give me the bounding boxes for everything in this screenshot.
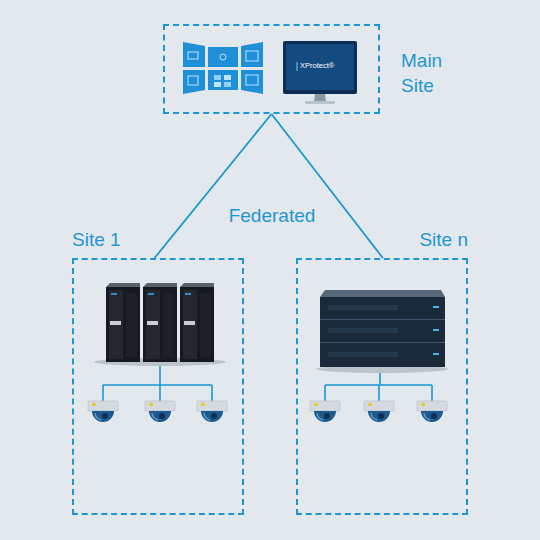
monitor-base (305, 101, 335, 104)
rack-unit (320, 297, 445, 319)
monitor-neck (314, 94, 326, 101)
video-wall (183, 42, 263, 94)
monitor-screen (286, 44, 354, 90)
panel-icon (214, 82, 221, 87)
wall-panel (241, 42, 263, 67)
wall-panel (208, 47, 238, 67)
panel-icon (220, 54, 226, 60)
panel-icon (246, 51, 258, 61)
site-box: Site 1 (72, 258, 244, 515)
rack-servers (316, 290, 448, 373)
panel-icon (188, 76, 198, 85)
rack-vent (328, 352, 398, 357)
rack-unit (320, 343, 445, 367)
rack-vent (328, 328, 398, 333)
dome-camera (197, 401, 227, 422)
dome-camera (417, 401, 447, 422)
screen-logo-text: XProtect® (300, 61, 350, 71)
tower-server (106, 283, 140, 362)
camera-wire (103, 366, 212, 401)
site-box: Main Site (163, 24, 380, 114)
tower-server (180, 283, 214, 362)
rack-led (433, 353, 439, 355)
camera-wire (325, 373, 432, 401)
panel-icon (246, 75, 258, 85)
site-heading: Site n (296, 227, 468, 252)
site-heading: Site 1 (72, 227, 244, 252)
rack-led (433, 306, 439, 308)
tower-server (143, 283, 177, 362)
panel-icon (214, 75, 221, 80)
rack-led (433, 329, 439, 331)
rack-seam (320, 319, 445, 320)
rack-unit (320, 320, 445, 342)
wall-panel (183, 70, 205, 94)
logo-bar (297, 62, 298, 71)
panel-icon (224, 82, 231, 87)
dome-camera (310, 401, 340, 422)
dome-camera (88, 401, 118, 422)
dome-camera (364, 401, 394, 422)
wall-panel (241, 70, 263, 94)
dome-camera (145, 401, 175, 422)
relation-label: Federated (192, 203, 352, 228)
rack-vent (328, 305, 398, 310)
site-heading: Main Site (401, 48, 457, 98)
site-box: Site n (296, 258, 468, 515)
rack-seam (320, 342, 445, 343)
panel-icon (188, 52, 198, 59)
rack-top (320, 290, 445, 297)
monitor-bezel (283, 41, 357, 94)
monitor (283, 41, 357, 104)
wall-panel (183, 42, 205, 67)
panel-icon (224, 75, 231, 80)
wall-panel (208, 70, 238, 90)
federation-link (155, 114, 272, 258)
federation-link (272, 114, 383, 258)
